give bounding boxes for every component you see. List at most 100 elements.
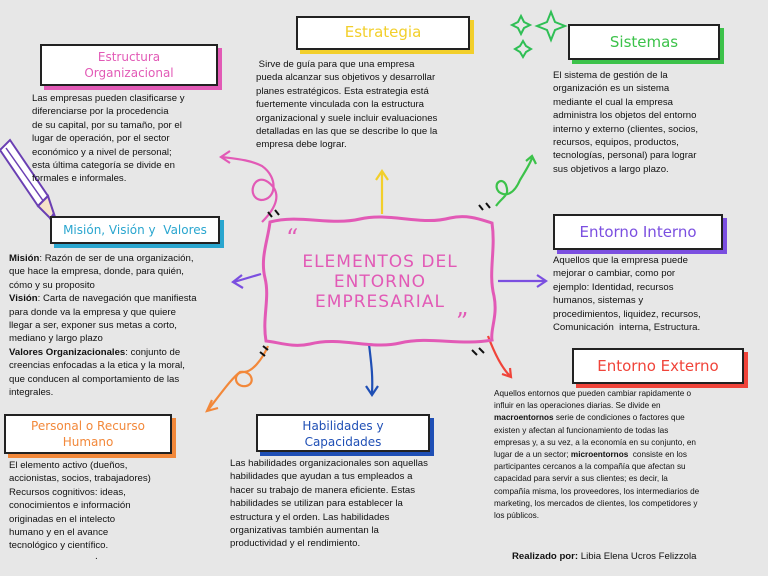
text-line: Misión: Razón de ser de una organización… (9, 252, 237, 265)
text-span: : Carta de navegación que manifiesta (37, 293, 197, 305)
arrow-to-personal (205, 345, 270, 413)
text-line: cómo y su proposito (9, 279, 95, 291)
entorno-externo-title-box: Entorno Externo (572, 348, 744, 384)
estructura-title: Organizacional (84, 66, 174, 80)
text-line: Comunicación interna, Estructura. (553, 322, 701, 334)
sistemas-text: El sistema de gestión de la organización… (553, 69, 753, 176)
text-line: tecnologías, personal) para lograr (553, 150, 697, 162)
habilidades-title-box: Habilidades y Capacidades (256, 414, 430, 452)
text-line: macroentornos serie de condiciones o fac… (494, 412, 764, 424)
text-line: El sistema de gestión de la (553, 70, 668, 81)
text-line: humanos, sistemas y (553, 295, 644, 307)
text-line: sus objetivos a largo plazo. (553, 163, 669, 175)
microentornos-label: microentornos (570, 450, 629, 460)
text-line: accionistas, socios, trabajadores) (9, 473, 151, 485)
text-line: planes estratégicos. Esta estrategia est… (256, 85, 429, 97)
text-line: mejorar o cambiar, como por (553, 268, 676, 280)
entorno-externo-text: Aquellos entornos que pueden cambiar rap… (494, 388, 764, 522)
estructura-text: Las empresas pueden clasificarse y difer… (32, 92, 242, 186)
personal-title: Humano (62, 435, 114, 449)
text-line: que hace la empresa, donde, para quién, (9, 266, 184, 278)
text-span: consiste en los (628, 450, 687, 460)
text-line: pueda alcanzar sus objetivos y desarroll… (256, 72, 436, 84)
arrow-to-estrategia (375, 169, 389, 214)
arrow-to-mision (231, 272, 262, 289)
mision-label: Misión (9, 253, 40, 264)
text-line: los públicos. (494, 511, 540, 521)
personal-title-box: Personal o Recurso Humano (4, 414, 172, 454)
mision-text: Misión: Razón de ser de una organización… (9, 252, 237, 399)
text-line: para donde va la empresa y que quiere (9, 306, 176, 318)
habilidades-text: Las habilidades organizacionales son aqu… (230, 457, 480, 551)
text-line: capacidad para servir a sus clientes; es… (494, 474, 668, 484)
text-line: Sirve de guía para que una empresa (256, 59, 415, 70)
quote-decorations (259, 202, 491, 357)
estructura-title: Estructura (97, 50, 161, 64)
arrow-to-entorno-interno (498, 274, 548, 288)
arrow-to-entorno-externo (486, 335, 513, 379)
habilidades-title: Capacidades (304, 435, 382, 449)
text-line: originadas en el intelecto (9, 513, 116, 525)
arrow-to-sistemas (495, 154, 537, 207)
text-line: Aquellos entornos que pueden cambiar rap… (494, 389, 692, 398)
text-line: creencias enfocadas a la etica y la mora… (9, 360, 185, 372)
center-title-line: EMPRESARIAL (315, 292, 445, 312)
center-title-line: ELEMENTOS DEL (302, 252, 458, 272)
estrategia-title: Estrategia (344, 23, 422, 41)
entorno-externo-title: Entorno Externo (597, 357, 719, 375)
text-line: administra los objetos del entorno (553, 110, 697, 122)
text-line: ejemplo: Identidad, recursos (553, 281, 674, 293)
text-line: empresa debe lograr. (256, 139, 347, 151)
sparkle-icon (509, 9, 568, 59)
entorno-interno-title-box: Entorno Interno (553, 214, 723, 250)
personal-title: Personal o Recurso (31, 419, 145, 433)
text-span: : conjunto de (125, 346, 181, 358)
mision-title-box: Misión, Visión y Valores (50, 216, 220, 244)
sistemas-title-box: Sistemas (568, 24, 720, 60)
text-line: El elemento activo (dueños, (9, 460, 128, 471)
valores-label: Valores Organizacionales (9, 346, 126, 358)
sistemas-title: Sistemas (609, 33, 679, 51)
arrow-to-estructura (219, 150, 278, 223)
estructura-title-box: Estructura Organizacional (40, 44, 218, 86)
text-line: compañía misma, los proveedores, los int… (494, 486, 700, 496)
macroentornos-label: macroentornos (494, 413, 554, 423)
center-open-quote: “ (286, 224, 299, 252)
text-span: serie de condiciones o factores que (553, 413, 685, 423)
text-line: Recursos cognitivos: ideas, (9, 486, 126, 498)
estrategia-title-box: Estrategia (296, 16, 470, 50)
arrow-to-habilidades (365, 343, 379, 397)
text-line: tecnológico y científico. (9, 540, 109, 552)
entorno-interno-title: Entorno Interno (579, 223, 697, 241)
text-line: estructura y el orden. Las habilidades (230, 511, 390, 523)
text-line: Las habilidades organizacionales son aqu… (230, 458, 428, 469)
text-span: : Razón de ser de una organización, (39, 253, 194, 264)
text-line: fuertemente vinculada con la estructura (256, 99, 424, 111)
text-line: que conducen al comportamiento de las (9, 373, 180, 385)
text-line: formales e informales. (32, 173, 127, 185)
text-line: esta última categoría se divide en (32, 160, 175, 172)
text-line: procedimientos, liquidez, recursos, (553, 308, 701, 320)
text-line: llegar a ser, exponer sus metas a corto, (9, 320, 177, 332)
text-line: Las empresas pueden clasificarse y (32, 93, 185, 104)
credits-name: Libia Elena Ucros Felizzola (578, 551, 697, 562)
personal-text: El elemento activo (dueños, accionistas,… (9, 459, 209, 553)
text-line: detalladas en las que se describe lo que… (256, 126, 438, 138)
text-line: Aquellos que la empresa puede (553, 255, 688, 266)
text-line: conocimientos e información (9, 500, 131, 512)
text-line: marketing, los mercados de clientes, los… (494, 498, 698, 508)
text-line: empresas y, a su vez, a la economía en s… (494, 437, 696, 447)
text-line: organizativas también aumentan la (230, 525, 379, 537)
text-line: diferenciarse por la procedencia (32, 106, 169, 118)
center-close-quote: ” (456, 308, 469, 336)
text-line: integrales. (9, 387, 54, 399)
text-line: Valores Organizacionales: conjunto de (9, 346, 237, 359)
text-line: interno y externo (clientes, socios, (553, 123, 699, 135)
center-node: “ ELEMENTOS DEL ENTORNO EMPRESARIAL ” (264, 220, 496, 342)
mision-title: Misión, Visión y Valores (63, 223, 207, 237)
text-line: de su capital, por su tamaño, por el (32, 119, 182, 131)
text-line: productividad y el rendimiento. (230, 538, 361, 550)
habilidades-title: Habilidades y (302, 419, 384, 433)
text-line: influir en las operaciones diarias. Se d… (494, 401, 661, 411)
estrategia-text: Sirve de guía para que una empresa pueda… (256, 58, 516, 152)
